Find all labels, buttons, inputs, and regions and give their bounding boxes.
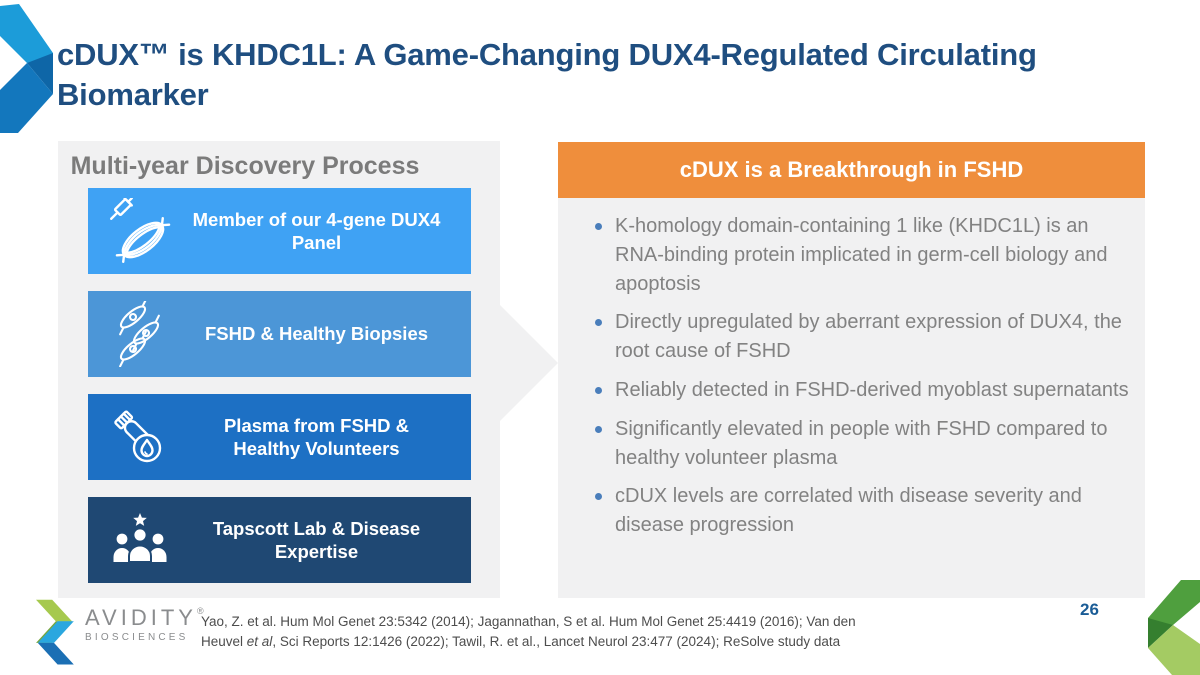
breakthrough-header: cDUX is a Breakthrough in FSHD bbox=[558, 142, 1145, 198]
bullet-khdc1l: K-homology domain-containing 1 like (KHD… bbox=[578, 212, 1129, 298]
registered-mark: ® bbox=[196, 606, 208, 616]
breakthrough-body: K-homology domain-containing 1 like (KHD… bbox=[558, 198, 1145, 598]
bullet-correlated: cDUX levels are correlated with disease … bbox=[578, 482, 1129, 540]
people-star-icon bbox=[88, 510, 192, 570]
citation-text: Yao, Z. et al. Hum Mol Genet 23:5342 (20… bbox=[201, 612, 913, 653]
discovery-step-label: Tapscott Lab & Disease Expertise bbox=[212, 517, 421, 562]
discovery-panel: Multi-year Discovery Process bbox=[58, 141, 500, 598]
discovery-step-label: Plasma from FSHD & Healthy Volunteers bbox=[223, 414, 410, 459]
discovery-steps: Member of our 4-gene DUX4 Panel bbox=[88, 188, 471, 600]
syringe-muscle-icon bbox=[88, 198, 192, 264]
corner-ribbon-green-icon bbox=[1148, 580, 1200, 675]
discovery-step-label: FSHD & Healthy Biopsies bbox=[204, 323, 429, 345]
slide-title: cDUX™ is KHDC1L: A Game-Changing DUX4-Re… bbox=[57, 36, 1037, 113]
citation-line-2: Heuvel et al, Sci Reports 12:1426 (2022)… bbox=[201, 634, 841, 650]
bullet-upregulated: Directly upregulated by aberrant express… bbox=[578, 308, 1129, 366]
discovery-step-tapscott-lab: Tapscott Lab & Disease Expertise bbox=[88, 497, 471, 583]
avidity-logo-icon bbox=[36, 599, 74, 665]
bullet-detected: Reliably detected in FSHD-derived myobla… bbox=[578, 376, 1129, 405]
breakthrough-bullet-list: K-homology domain-containing 1 like (KHD… bbox=[578, 212, 1129, 540]
discovery-step-biopsies: FSHD & Healthy Biopsies bbox=[88, 291, 471, 377]
bullet-elevated: Significantly elevated in people with FS… bbox=[578, 415, 1129, 473]
page-number: 26 bbox=[1080, 600, 1099, 619]
discovery-step-dux4-panel: Member of our 4-gene DUX4 Panel bbox=[88, 188, 471, 274]
brand-name: AVIDITY® bbox=[85, 605, 208, 630]
avidity-wordmark: AVIDITY® BIOSCIENCES bbox=[85, 605, 208, 644]
discovery-step-label: Member of our 4-gene DUX4 Panel bbox=[192, 208, 441, 253]
breakthrough-panel: cDUX is a Breakthrough in FSHD K-homolog… bbox=[558, 142, 1145, 598]
corner-ribbon-blue-icon bbox=[0, 4, 53, 133]
discovery-step-plasma: Plasma from FSHD & Healthy Volunteers bbox=[88, 394, 471, 480]
myoblast-cells-icon bbox=[88, 301, 192, 367]
citation-line-1: Yao, Z. et al. Hum Mol Genet 23:5342 (20… bbox=[201, 614, 856, 629]
flow-arrow bbox=[500, 305, 558, 421]
brand-subtitle: BIOSCIENCES bbox=[85, 632, 189, 643]
discovery-heading: Multi-year Discovery Process bbox=[70, 152, 420, 180]
blood-tube-icon bbox=[88, 404, 192, 470]
